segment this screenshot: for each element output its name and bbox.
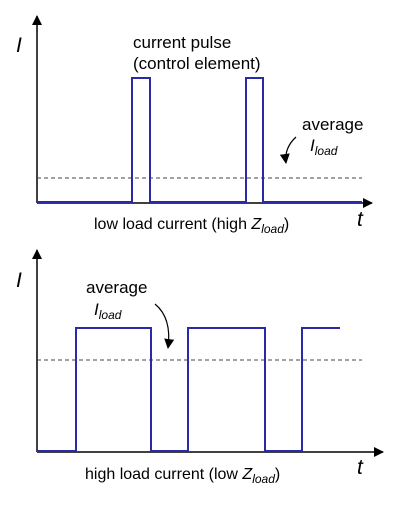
bottom-iload-label: Iload (94, 300, 122, 322)
pulse-label-line2: (control element) (133, 54, 261, 73)
bottom-x-label: t (357, 456, 364, 479)
pulse-label-line1: current pulse (133, 33, 231, 52)
top-caption: low load current (high Zload) (94, 216, 289, 236)
top-average-arrow (279, 136, 297, 164)
top-average-label: average (302, 115, 363, 134)
top-x-label: t (357, 208, 364, 231)
top-pulse-waveform (37, 77, 362, 203)
bottom-average-arrow (154, 303, 175, 349)
top-panel: I t current pulse (control element) aver… (16, 15, 373, 236)
bottom-y-label: I (16, 269, 22, 292)
bottom-caption: high load current (low Zload) (85, 466, 280, 486)
bottom-average-label: average (86, 278, 147, 297)
bottom-panel: I t average Iload high load current (low… (16, 249, 384, 486)
top-iload-label: Iload (310, 136, 338, 158)
top-y-label: I (16, 34, 22, 57)
bottom-pulse-waveform (37, 327, 340, 452)
